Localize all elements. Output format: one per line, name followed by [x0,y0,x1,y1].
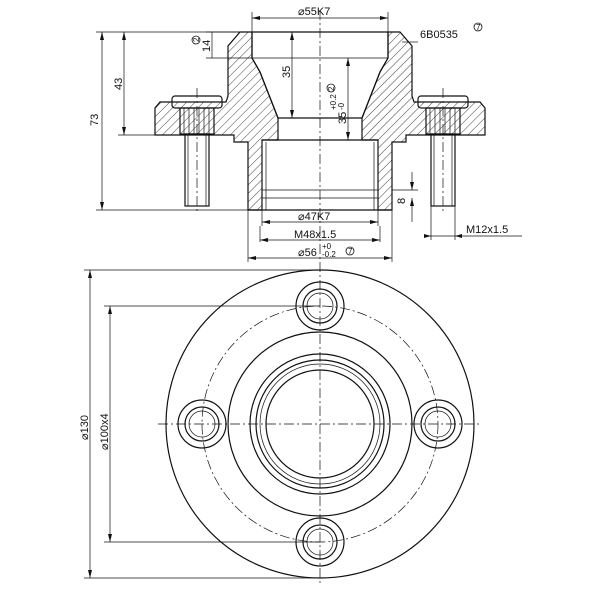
dim-73: 73 [89,114,101,126]
dim-14-mark [191,35,201,45]
svg-text:2: 2 [192,37,201,42]
bore-outline [251,32,389,119]
dim-35-tol-lower: -0 [337,102,346,110]
dim-35: 35 [281,66,293,78]
bore-circle [265,369,375,479]
dim-dia-56: ⌀56 [298,247,317,259]
part-number: 6B0535 [420,29,458,41]
hub-inner-ring [255,359,385,489]
bolt-hole-left [177,399,227,449]
right-bolt [417,88,469,214]
dim-35-mark [326,83,336,93]
dim-dia-130: ⌀130 [79,415,91,440]
dim-35-tol: 35 [337,112,349,124]
dim-dia-100: ⌀100x4 [99,413,111,450]
thread-m48: M48x1.5 [294,229,336,241]
svg-text:2: 2 [327,86,336,91]
dim-43: 43 [113,78,125,90]
dim-dia-56-upper: +0 [322,242,332,251]
section-view: ⌀55K7 6B0535 7 14 2 43 73 35 [89,6,522,262]
dim-8: 8 [396,198,408,204]
part-number-mark [473,22,483,32]
svg-text:7: 7 [348,247,353,256]
bolt-hole-right [413,399,463,449]
dim-dia-55: ⌀55K7 [298,6,330,18]
hub-body-left [154,31,279,211]
thread-ring [259,363,381,485]
hub-body-right [361,31,486,211]
dim-14: 14 [201,40,213,52]
hub-outer-contour [227,331,413,517]
dim-dia-56-lower: -0.2 [322,250,336,259]
dim-dia-47: ⌀47K7 [298,211,330,223]
dim-dia-56-mark [345,246,355,256]
hub-ring [249,353,391,495]
dim-35-tol-upper: +0.2 [329,94,338,110]
thread-m12: M12x1.5 [466,224,508,236]
svg-text:7: 7 [476,23,481,32]
left-bolt [171,88,223,214]
front-view: ⌀130 ⌀100x4 [79,262,482,585]
